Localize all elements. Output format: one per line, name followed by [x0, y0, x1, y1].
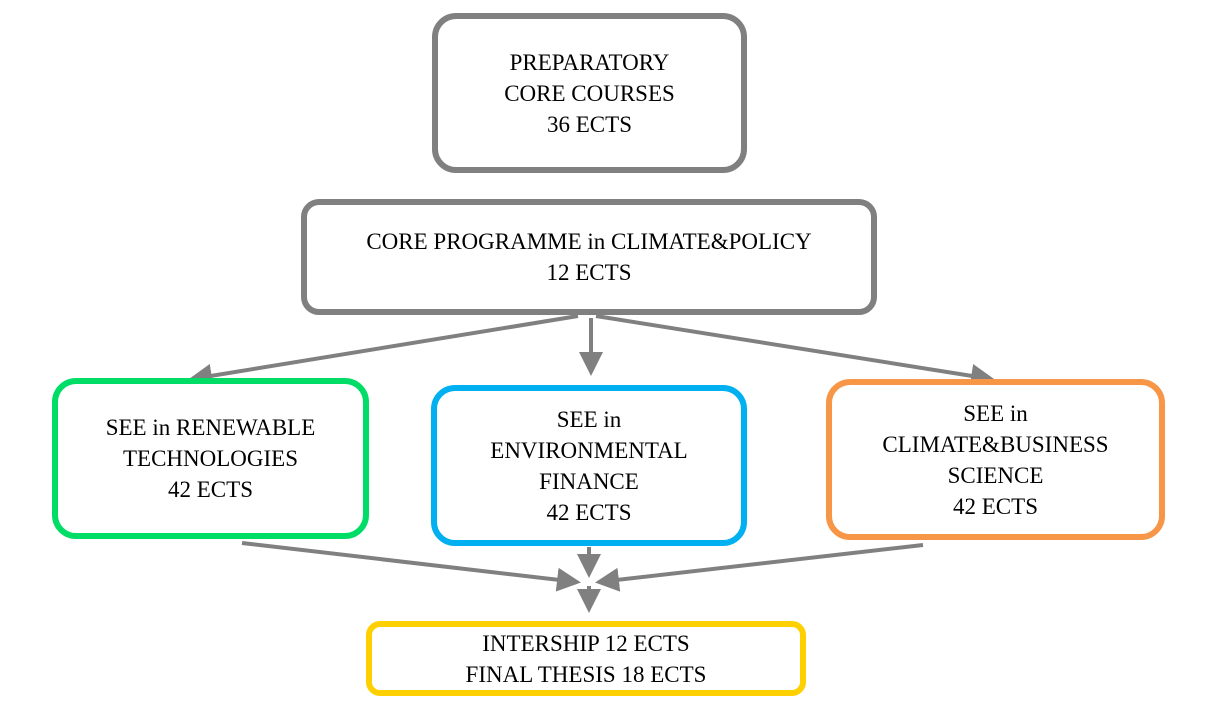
- box-line: SEE in: [963, 400, 1028, 426]
- preparatory-core-courses-box: PREPARATORY CORE COURSES 36 ECTS: [432, 13, 747, 173]
- box-line: TECHNOLOGIES: [122, 446, 299, 471]
- environmental-finance-box: SEE in ENVIRONMENTAL FINANCE 42 ECTS: [431, 385, 747, 546]
- arrow-core-to-climate-business: [595, 314, 995, 388]
- arrow-core-to-renewable: [188, 314, 579, 388]
- arrow-climate-business-to-merge: [595, 543, 924, 592]
- box-line: PREPARATORY: [509, 49, 670, 75]
- box-line: 36 ECTS: [547, 111, 632, 137]
- renewable-technologies-box: SEE in RENEWABLE TECHNOLOGIES 42 ECTS: [52, 378, 369, 539]
- box-line: 42 ECTS: [168, 477, 253, 502]
- box-line: CORE PROGRAMME in CLIMATE&POLICY: [366, 229, 812, 254]
- box-line: CLIMATE&BUSINESS: [882, 431, 1109, 457]
- box-line: 42 ECTS: [953, 493, 1038, 519]
- arrow-renewable-to-merge: [241, 541, 581, 592]
- box-line: CORE COURSES: [504, 80, 675, 106]
- box-line: SEE in: [556, 406, 622, 432]
- box-line: SEE in RENEWABLE: [105, 415, 316, 440]
- box-line: ENVIRONMENTAL: [490, 437, 688, 463]
- box-line: FINANCE: [539, 468, 639, 494]
- box-line: FINAL THESIS 18 ECTS: [465, 661, 707, 687]
- box-line: INTERSHIP 12 ECTS: [482, 630, 690, 656]
- box-line: SCIENCE: [947, 462, 1044, 488]
- climate-business-science-box: SEE in CLIMATE&BUSINESS SCIENCE 42 ECTS: [826, 379, 1165, 540]
- box-line: 12 ECTS: [546, 260, 632, 285]
- box-line: 42 ECTS: [546, 499, 632, 525]
- core-programme-box: CORE PROGRAMME in CLIMATE&POLICY 12 ECTS: [301, 199, 877, 315]
- internship-thesis-box: INTERSHIP 12 ECTS FINAL THESIS 18 ECTS: [366, 621, 806, 696]
